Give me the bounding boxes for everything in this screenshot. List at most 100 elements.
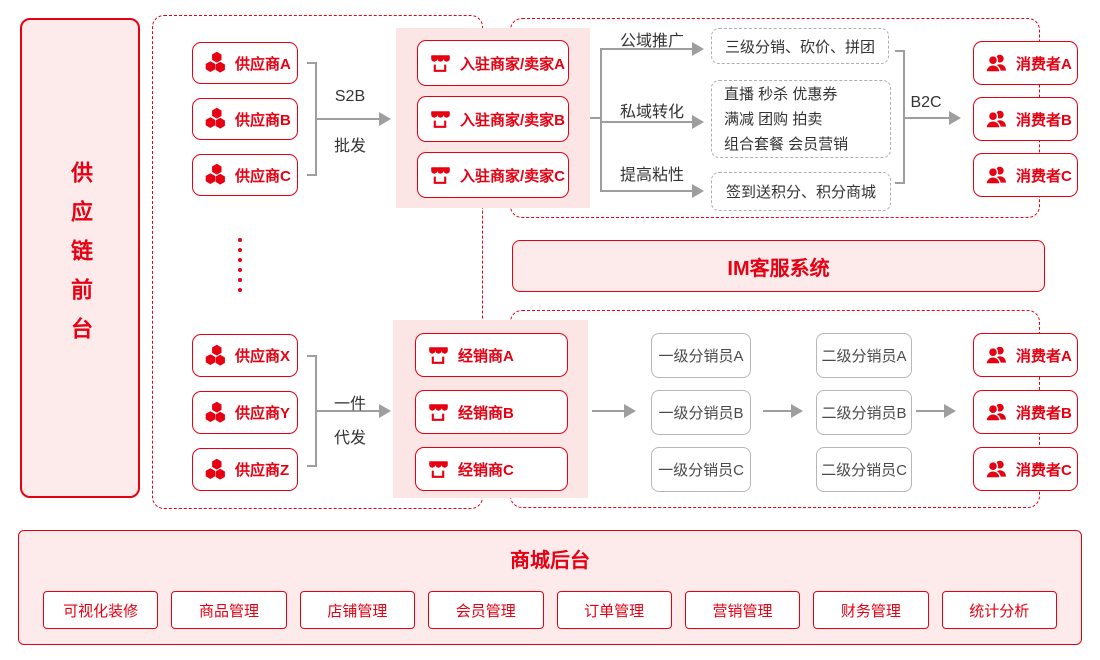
branch-label-3: 提高粘性: [619, 167, 684, 184]
supplier-y-node: 供应商Y: [192, 391, 298, 434]
level2-b-node: 二级分销员B: [816, 390, 912, 435]
branch-trunk: [600, 48, 602, 191]
users-icon: [985, 346, 1007, 365]
level1-label: 一级分销员B: [658, 405, 744, 422]
backend-module-marketing: 营销管理: [684, 591, 801, 629]
consumer-label: 消费者C: [1016, 461, 1072, 479]
branch-arrow-3: [692, 184, 704, 198]
supplier-label: 供应商A: [235, 55, 291, 73]
store-icon: [427, 403, 449, 421]
branch-line-3: [600, 190, 692, 192]
branch-connector: [590, 117, 600, 119]
consumer-b-node-bottom: 消费者B: [973, 390, 1078, 434]
store-icon: [427, 346, 449, 364]
merchant-c-node: 入驻商家/卖家C: [417, 152, 569, 198]
chain-arrow-line-2: [763, 410, 791, 412]
wholesale-label: 批发: [333, 138, 366, 155]
chain-arrow-head-2: [791, 404, 803, 418]
branch-line-2: [600, 121, 692, 123]
backend-module-decorate: 可视化装修: [43, 591, 159, 629]
supplier-label: 供应商Z: [235, 462, 290, 479]
s2b-arrow-head: [379, 112, 391, 126]
consumer-label: 消费者A: [1016, 55, 1072, 73]
supplier-icon: [205, 401, 225, 423]
backend-module-order: 订单管理: [556, 591, 672, 629]
chain-arrow-head-1: [624, 404, 636, 418]
backend-title: 商城后台: [510, 550, 590, 572]
consumer-a-node: 消费者A: [973, 41, 1078, 85]
consumer-label: 消费者B: [1016, 404, 1072, 422]
consumer-label: 消费者C: [1016, 167, 1072, 185]
dropship-bracket: [307, 355, 317, 467]
marketing-box-public: 三级分销、砍价、拼团: [711, 28, 889, 64]
supplier-icon: [205, 163, 225, 185]
users-icon: [985, 54, 1007, 73]
chain-arrow-line-1: [592, 410, 624, 412]
store-icon: [429, 166, 451, 184]
dealer-b-node: 经销商B: [415, 390, 568, 434]
dropship-label-bottom: 代发: [333, 430, 366, 447]
level2-c-node: 二级分销员C: [816, 447, 912, 492]
level2-label: 二级分销员B: [821, 405, 907, 422]
supplier-x-node: 供应商X: [192, 334, 298, 377]
branch-arrow-2: [692, 115, 704, 129]
supplier-label: 供应商C: [235, 167, 291, 185]
supplier-label: 供应商Y: [235, 405, 291, 422]
backend-module-stats: 统计分析: [941, 591, 1057, 629]
store-icon: [427, 460, 449, 478]
ellipsis-dots: [238, 238, 242, 292]
consumer-c-node-bottom: 消费者C: [973, 447, 1078, 491]
users-icon: [985, 403, 1007, 422]
supplier-b-node: 供应商B: [192, 98, 298, 140]
supplier-label: 供应商X: [235, 348, 291, 365]
merchant-a-node: 入驻商家/卖家A: [417, 40, 569, 86]
users-icon: [985, 109, 1007, 129]
level1-label: 一级分销员A: [658, 348, 744, 365]
supplier-a-node: 供应商A: [192, 42, 298, 84]
users-icon: [985, 165, 1007, 185]
store-icon: [429, 54, 451, 72]
merchant-label: 入驻商家/卖家C: [460, 167, 566, 185]
marketing-box-private: 直播 秒杀 优惠券 满减 团购 拍卖 组合套餐 会员营销: [711, 80, 891, 158]
marketing-text-line: 满减 团购 拍卖: [724, 110, 823, 128]
marketing-text: 签到送积分、积分商城: [725, 184, 876, 201]
consumer-label: 消费者B: [1016, 111, 1072, 129]
marketing-text-line: 直播 秒杀 优惠券: [724, 85, 838, 103]
left-dashed-frame: [152, 15, 483, 509]
branch-arrow-1: [692, 42, 704, 56]
backend-module-shop: 店铺管理: [299, 591, 416, 629]
supplier-label: 供应商B: [235, 111, 291, 129]
merchant-label: 入驻商家/卖家A: [460, 55, 566, 73]
level1-a-node: 一级分销员A: [651, 333, 751, 378]
consumer-label: 消费者A: [1016, 347, 1072, 365]
level1-c-node: 一级分销员C: [651, 447, 751, 492]
supplier-z-node: 供应商Z: [192, 448, 298, 491]
s2b-label: S2B: [334, 88, 366, 105]
im-service-label: IM客服系统: [727, 257, 830, 280]
mall-backend-panel: 商城后台 可视化装修 商品管理 店铺管理 会员管理 订单管理 营销管理 财务管理…: [18, 530, 1082, 645]
dealer-label: 经销商A: [458, 347, 514, 365]
supplier-c-node: 供应商C: [192, 154, 298, 196]
backend-module-member: 会员管理: [428, 591, 544, 629]
im-service-bar: IM客服系统: [512, 240, 1045, 292]
branch-line-1: [600, 48, 692, 50]
b2c-arrow-head: [949, 111, 961, 125]
backend-module-finance: 财务管理: [813, 591, 929, 629]
level1-label: 一级分销员C: [658, 462, 744, 479]
supplier-icon: [205, 344, 225, 366]
level2-a-node: 二级分销员A: [816, 333, 912, 378]
dropship-arrow-head: [379, 404, 391, 418]
consumer-b-node: 消费者B: [973, 97, 1078, 141]
level1-b-node: 一级分销员B: [651, 390, 751, 435]
level2-label: 二级分销员C: [821, 462, 907, 479]
dealer-label: 经销商B: [458, 404, 514, 422]
supply-chain-front-banner: 供应链前台: [20, 18, 140, 498]
b2c-arrow-line: [903, 117, 949, 119]
dealer-c-node: 经销商C: [415, 447, 568, 491]
backend-module-row: 可视化装修 商品管理 店铺管理 会员管理 订单管理 营销管理 财务管理 统计分析: [43, 591, 1057, 629]
bottom-right-dashed-frame: [510, 310, 1040, 508]
s2b-bracket: [307, 62, 317, 176]
branch-label-2: 私域转化: [619, 104, 684, 121]
marketing-box-sticky: 签到送积分、积分商城: [711, 172, 891, 211]
